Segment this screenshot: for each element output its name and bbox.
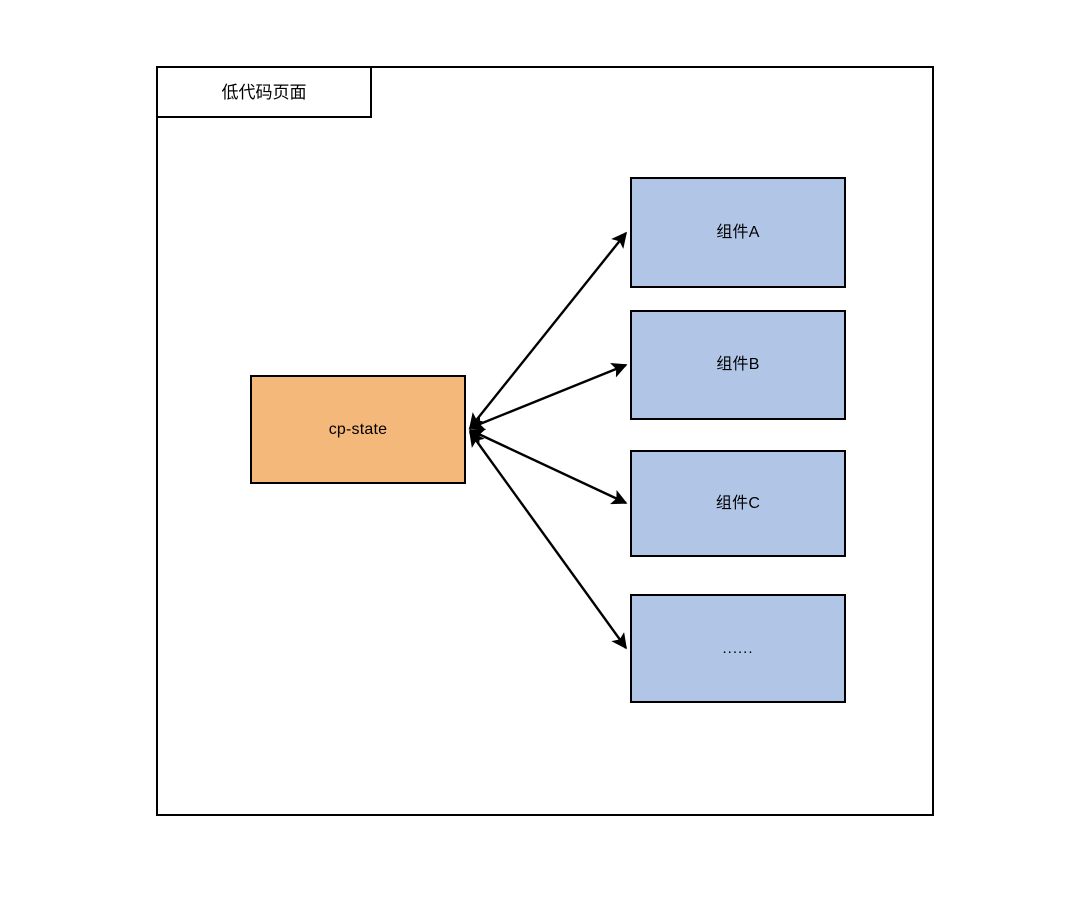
node-component-more-label: ...... (722, 640, 754, 657)
node-component-a[interactable]: 组件A (630, 177, 846, 288)
node-component-c[interactable]: 组件C (630, 450, 846, 557)
node-component-b[interactable]: 组件B (630, 310, 846, 420)
page-title-tab-label: 低代码页面 (221, 82, 307, 102)
node-component-more[interactable]: ...... (630, 594, 846, 703)
node-component-c-label: 组件C (715, 494, 761, 512)
page-title-tab[interactable]: 低代码页面 (156, 66, 372, 118)
node-cp-state-label: cp-state (328, 420, 388, 438)
node-component-a-label: 组件A (716, 223, 760, 241)
node-component-b-label: 组件B (716, 356, 760, 373)
node-cp-state[interactable]: cp-state (250, 375, 466, 484)
